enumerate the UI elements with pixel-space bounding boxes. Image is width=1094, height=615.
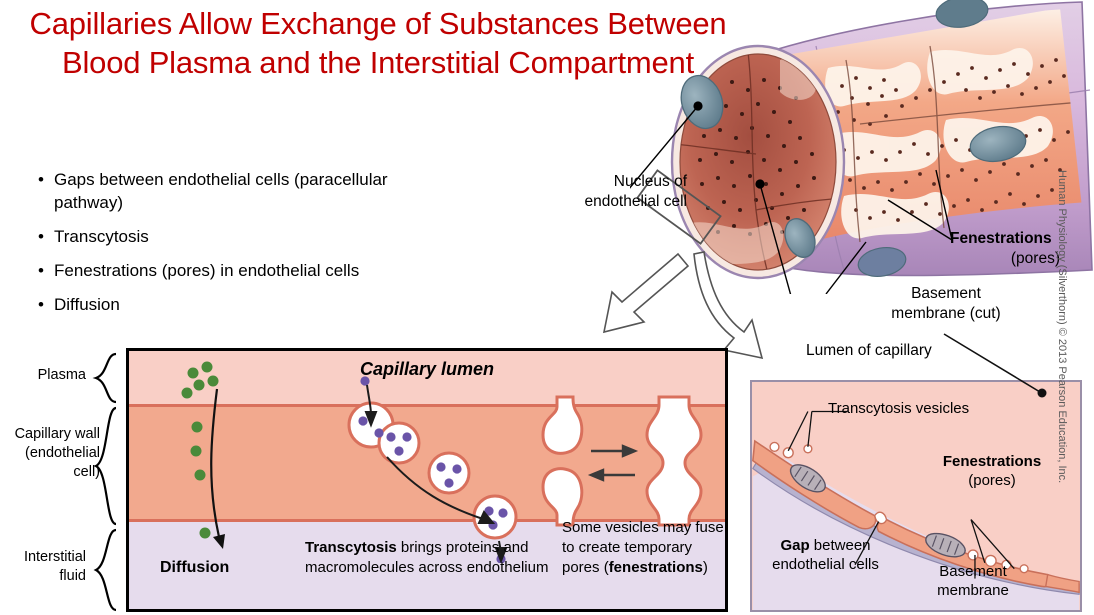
bullet-text: Diffusion: [54, 295, 120, 314]
list-item: • Fenestrations (pores) in endothelial c…: [38, 259, 458, 282]
arrow-to-inset-diagram: [693, 251, 764, 360]
label-fenestrations-inset-bold: Fenestrations: [942, 453, 1042, 470]
label-fenestrations-bold: Fenestrations: [950, 230, 1052, 247]
endothelial-nucleus: [935, 0, 989, 28]
fenestration-pores-group: [541, 395, 703, 527]
caption-vesicle-fusion: Some vesicles may fuse to create tempora…: [562, 518, 727, 578]
label-fenestrations-sub: (pores): [1010, 250, 1060, 267]
bullet-text: Gaps between endothelial cells (paracell…: [54, 170, 388, 212]
endothelium-band: [129, 404, 725, 522]
caption-vesicle-fusion-post: ): [702, 559, 708, 576]
solute-molecules: [181, 361, 219, 539]
label-gap-rest: between endothelial cells: [772, 537, 879, 573]
list-item: • Transcytosis: [38, 225, 458, 248]
label-fenestrations-inset-sub: (pores): [968, 472, 1016, 489]
transcytosis-arrows-icon: [364, 384, 508, 563]
brace-capillary-wall: [93, 406, 117, 526]
pore-vesicle-top-left: [541, 395, 584, 455]
label-fenestrations-vessel: Fenestrations (pores): [950, 229, 1082, 269]
capillary-cross-section-diagram: Capillary lumen: [126, 348, 728, 612]
capillary-3d-illustration: [630, 0, 1093, 294]
label-lumen-of-capillary: Lumen of capillary: [806, 342, 932, 359]
bullet-text: Fenestrations (pores) in endothelial cel…: [54, 261, 360, 280]
diffusion-arrow-head-icon: [213, 534, 225, 549]
label-gap-bold: Gap: [780, 537, 810, 554]
caption-transcytosis-bold: Transcytosis: [305, 539, 397, 556]
leader-dot: [755, 179, 765, 189]
interstitial-band: [129, 522, 725, 609]
fused-transcellular-pore: [645, 395, 703, 527]
transcytosis-vesicle-chain: [347, 376, 518, 563]
caption-vesicle-fusion-bold: fenestrations: [608, 559, 703, 576]
brace-plasma: [92, 352, 117, 404]
endothelial-nucleus: [784, 218, 816, 258]
label-gap-between-endothelial-cells: Gap between endothelial cells: [758, 536, 893, 574]
label-interstitial-fluid: Interstitial fluid: [23, 549, 86, 584]
caption-transcytosis-rest: brings proteins and macromolecules acros…: [305, 539, 549, 576]
label-fenestrations-inset: Fenestrations (pores): [928, 452, 1056, 490]
fenestrated-endothelium-layer: [780, 8, 1086, 244]
bullet-marker-icon: •: [38, 170, 44, 189]
label-plasma: Plasma: [37, 367, 86, 383]
bullet-marker-icon: •: [38, 295, 44, 314]
inset-illustration: [752, 382, 1080, 610]
caption-vesicle-fusion-pre: Some vesicles may fuse to create tempora…: [562, 519, 724, 576]
endothelial-nucleus: [969, 125, 1027, 163]
mitochondrion: [925, 532, 966, 558]
label-capillary-lumen: Capillary lumen: [359, 359, 495, 379]
diffusion-pathway: [181, 361, 225, 549]
list-item: • Diffusion: [38, 293, 458, 316]
vesicle: [472, 494, 518, 540]
zoom-region-box: [636, 169, 722, 245]
bullet-marker-icon: •: [38, 261, 44, 280]
label-transcytosis-vesicles: Transcytosis vesicles: [828, 400, 970, 417]
exchange-arrows-icon: [587, 444, 639, 482]
caption-transcytosis: Transcytosis brings proteins and macromo…: [305, 538, 555, 578]
endothelial-nucleus: [857, 246, 907, 278]
label-basement-membrane-cut: Basement membrane (cut): [891, 285, 1001, 322]
endothelial-cell-inset-diagram: [750, 380, 1082, 612]
protein-molecule-lumen: [360, 376, 370, 386]
diffusion-arrow-line: [210, 388, 221, 538]
bullet-marker-icon: •: [38, 227, 44, 246]
vesicle: [377, 421, 421, 465]
bullet-text: Transcytosis: [54, 227, 149, 246]
lumen-pointer-line: [943, 333, 1047, 398]
mitochondrion: [789, 464, 826, 493]
label-basement-membrane-inset: Basement membrane: [937, 563, 1009, 599]
leader-lines: [630, 105, 953, 294]
callout-arrows: [602, 251, 764, 360]
caption-diffusion: Diffusion: [160, 559, 230, 576]
arrow-to-main-diagram: [602, 252, 690, 334]
copyright-credit: Human Physiology (Silverthorn) © 2013 Pe…: [1056, 170, 1068, 484]
list-item: • Gaps between endothelial cells (parace…: [38, 168, 458, 214]
brace-interstitial-fluid: [93, 528, 117, 612]
inset-leader-lines: [787, 410, 1015, 579]
plasma-band: [129, 351, 725, 404]
bullet-list: • Gaps between endothelial cells (parace…: [38, 168, 458, 327]
inset-intercellular-gap: [873, 511, 888, 525]
endothelial-nucleus: [680, 74, 724, 130]
label-capillary-wall: Capillary wall (endothelial cell): [14, 426, 100, 480]
page-title: Capillaries Allow Exchange of Substances…: [29, 6, 727, 80]
label-nucleus-of-endothelial-cell: Nucleus of endothelial cell: [584, 173, 687, 210]
pore-vesicle-bottom-left: [541, 467, 584, 527]
inset-endothelial-cell: [1044, 573, 1080, 594]
leader-dot: [693, 101, 703, 111]
